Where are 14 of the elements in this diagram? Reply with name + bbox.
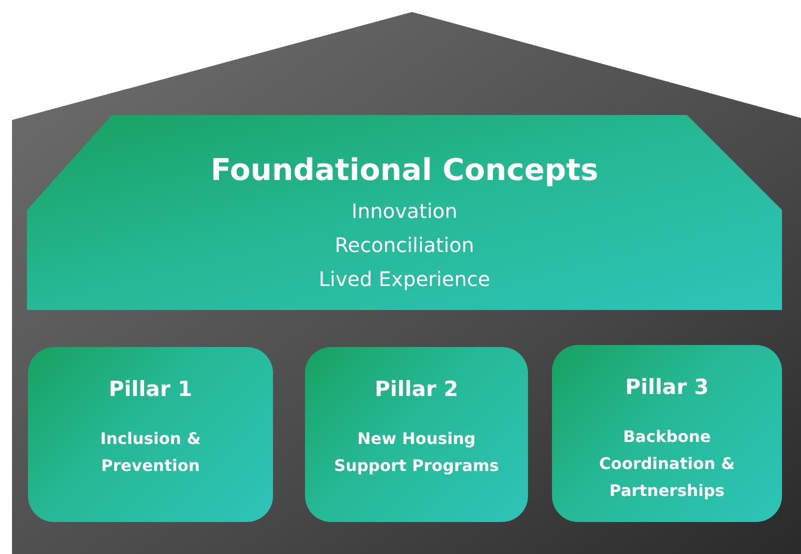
pillar-card — [305, 347, 528, 522]
pillar-card — [28, 347, 273, 522]
pillar-heading: Pillar 3 — [625, 375, 709, 399]
banner-heading: Foundational Concepts — [210, 153, 598, 188]
pillar-description: New Housing Support Programs — [333, 428, 500, 477]
concept-item: Reconciliation — [334, 232, 474, 259]
pillar-heading: Pillar 2 — [374, 377, 458, 401]
pillar-description: Backbone Coordination & Partnerships — [598, 426, 736, 502]
concept-banner — [27, 115, 782, 310]
concept-item: Lived Experience — [318, 266, 490, 293]
concept-item: Innovation — [352, 198, 458, 225]
pillar-card — [552, 345, 782, 522]
pillar-heading: Pillar 1 — [108, 377, 192, 401]
pillar-description: Inclusion & Prevention — [99, 428, 202, 477]
